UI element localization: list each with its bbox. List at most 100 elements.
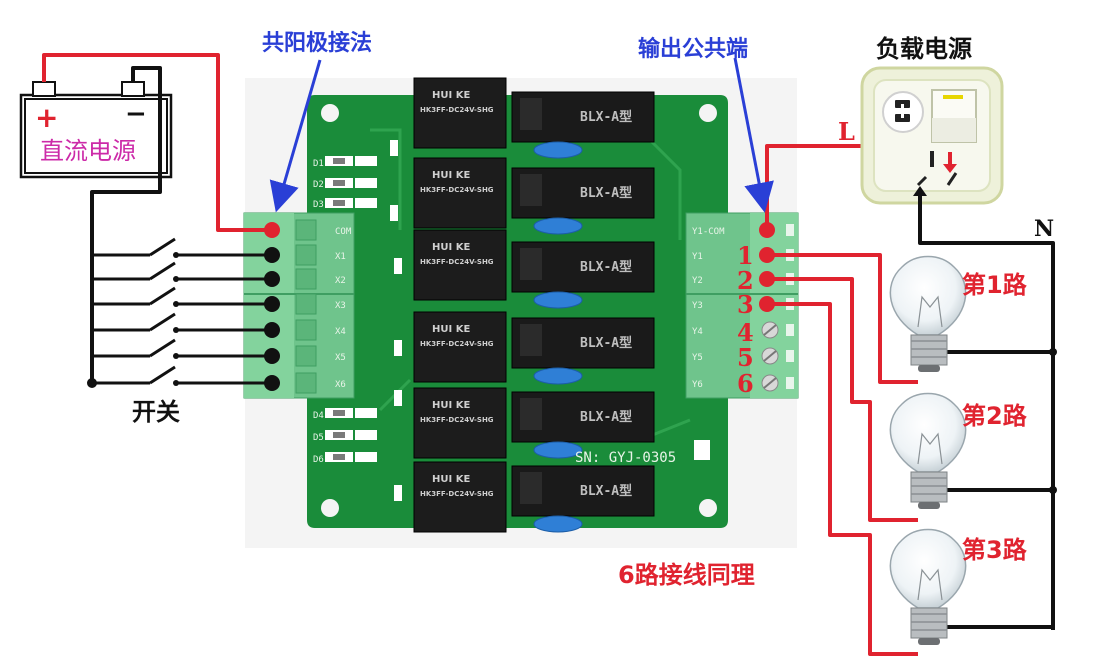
board-serial: SN: GYJ-0305 <box>575 450 676 466</box>
ssr-module: BLX-A型 <box>511 167 655 235</box>
input-pin-label: X2 <box>335 276 346 286</box>
capacitor <box>533 367 583 385</box>
light-bulb <box>889 255 967 372</box>
input-terminal-dot <box>264 322 280 338</box>
relay-brand: HUI KE <box>432 90 470 101</box>
led-label: D2 <box>313 180 324 190</box>
relay: HUI KE HK3FF-DC24V-SHG <box>413 311 507 383</box>
ssr-module: BLX-A型 <box>511 317 655 385</box>
relay-model: HK3FF-DC24V-SHG <box>420 258 494 266</box>
mount-hole <box>321 104 339 122</box>
input-pin-label: X6 <box>335 380 346 390</box>
capacitor <box>533 291 583 309</box>
ssr-label: BLX-A型 <box>580 109 632 125</box>
channel-number: 5 <box>737 343 754 372</box>
output-pin-label: Y1-COM <box>692 227 725 237</box>
ssr-label: BLX-A型 <box>580 185 632 201</box>
wiring <box>42 53 1057 656</box>
relay-column: HUI KE HK3FF-DC24V-SHG HUI KE HK3FF-DC24V-S… <box>413 77 507 533</box>
switch-label: 开关 <box>132 398 180 426</box>
load-power-socket <box>860 66 1004 208</box>
switch <box>92 261 272 282</box>
led-group-top: D1 D2 D3 <box>313 156 377 210</box>
switch-bank <box>90 237 272 386</box>
input-pin-label: X1 <box>335 252 346 262</box>
relay-brand: HUI KE <box>432 474 470 485</box>
output-terminal-dot <box>759 247 775 263</box>
ssr-module: BLX-A型 <box>511 241 655 309</box>
wire-neutral <box>918 198 1055 630</box>
output-pin-label: Y4 <box>692 327 703 337</box>
bulb-group <box>889 255 967 645</box>
relay-brand: HUI KE <box>432 324 470 335</box>
dc-power-label: 直流电源 <box>40 137 136 165</box>
relay-model: HK3FF-DC24V-SHG <box>420 106 494 114</box>
six-way-note: 6路接线同理 <box>618 561 755 589</box>
input-terminal-dot <box>264 375 280 391</box>
input-terminal-dot <box>264 271 280 287</box>
channel-number: 3 <box>737 290 754 319</box>
relay-model: HK3FF-DC24V-SHG <box>420 340 494 348</box>
junction-dot <box>1049 486 1057 494</box>
led-label: D3 <box>313 200 324 210</box>
relay: HUI KE HK3FF-DC24V-SHG <box>413 229 507 301</box>
input-terminal-dot <box>264 348 280 364</box>
ssr-module: BLX-A型 <box>511 391 655 459</box>
common-anode-arrow <box>269 59 322 213</box>
ssr-column: BLX-A型 BLX-A型 BLX-A型 BLX-A型 BLX-A型 BLX-A型 <box>511 91 655 533</box>
switch <box>92 237 272 258</box>
led-group-bottom: D4 D5 D6 <box>313 408 377 465</box>
output-terminal-dot <box>759 296 775 312</box>
com-terminal-dot <box>264 222 280 238</box>
relay-brand: HUI KE <box>432 242 470 253</box>
output-common-dot <box>759 222 775 238</box>
output-pin-label: Y1 <box>692 252 703 262</box>
ssr-label: BLX-A型 <box>580 483 632 499</box>
wire-dc-positive <box>42 53 272 232</box>
ssr-label: BLX-A型 <box>580 409 632 425</box>
ssr-label: BLX-A型 <box>580 335 632 351</box>
input-pin-label: X3 <box>335 301 346 311</box>
plus-sign: + <box>35 101 58 134</box>
channel-number: 2 <box>737 266 754 295</box>
dc-power-supply: + − 直流电源 <box>19 81 173 179</box>
wire-channel-1 <box>767 253 918 384</box>
switch <box>92 286 272 307</box>
output-pin-label: Y5 <box>692 353 703 363</box>
common-anode-label: 共阳极接法 <box>262 31 372 56</box>
relay-model: HK3FF-DC24V-SHG <box>420 490 494 498</box>
load-label: 第3路 <box>962 536 1028 564</box>
wire-channel-2 <box>767 277 918 522</box>
switch <box>92 312 272 333</box>
relay-model: HK3FF-DC24V-SHG <box>420 416 494 424</box>
switch <box>92 338 272 359</box>
output-common-label: 输出公共端 <box>638 36 748 62</box>
mount-hole <box>699 104 717 122</box>
relay: HUI KE HK3FF-DC24V-SHG <box>413 461 507 533</box>
ssr-module: BLX-A型 <box>511 465 655 533</box>
wire-channel-3 <box>767 302 918 656</box>
junction-dot <box>1049 348 1057 356</box>
relay: HUI KE HK3FF-DC24V-SHG <box>413 77 507 149</box>
output-pin-label: Y2 <box>692 276 703 286</box>
capacitor <box>533 141 583 159</box>
load-power-label: 负载电源 <box>876 35 972 63</box>
mount-hole <box>321 499 339 517</box>
led-label: D1 <box>313 159 324 169</box>
led-label: D5 <box>313 433 324 443</box>
input-terminal-dot <box>264 247 280 263</box>
channel-number: 6 <box>737 369 754 398</box>
switch <box>92 365 272 386</box>
output-terminal-dots <box>759 222 779 392</box>
screw-terminal <box>761 374 779 392</box>
socket-arrow <box>943 164 957 173</box>
input-pin-label: COM <box>335 227 352 237</box>
light-bulb <box>889 392 967 509</box>
socket-slot <box>930 151 934 167</box>
minus-sign: − <box>125 99 147 129</box>
